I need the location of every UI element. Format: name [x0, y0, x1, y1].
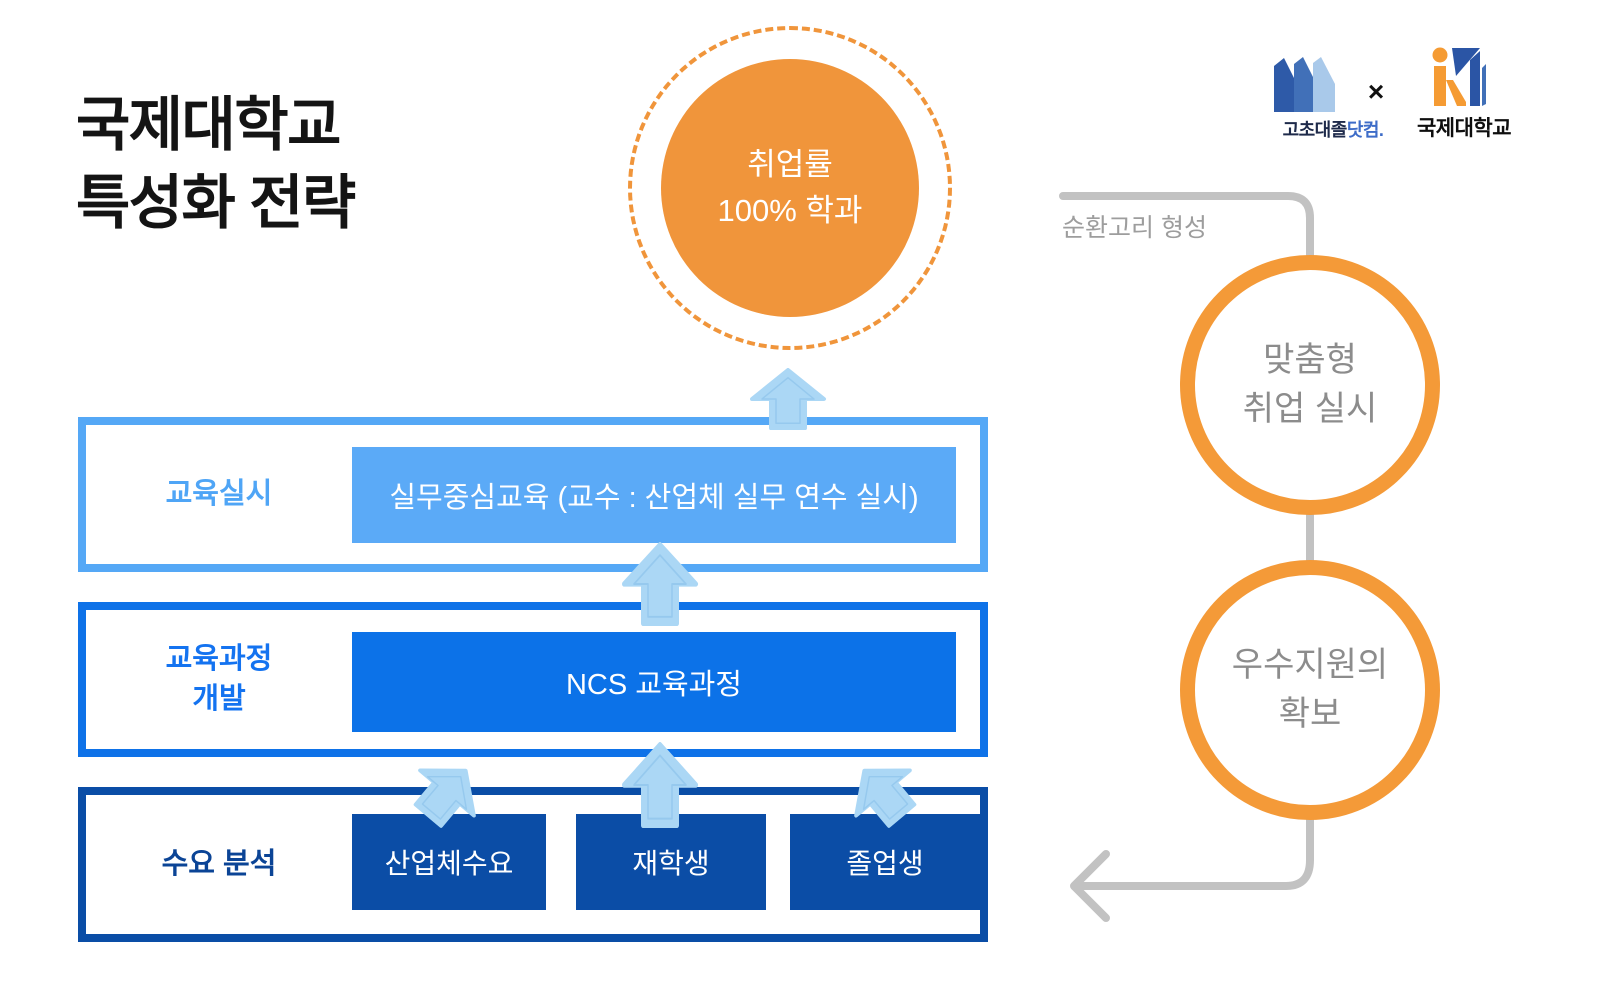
arrow-up-stage2-to-stage1-icon — [620, 542, 700, 626]
arrow-up-stage3-left-icon — [397, 744, 497, 842]
stage1-item-practical-education: 실무중심교육 (교수 : 산업체 실무 연수 실시) — [352, 447, 956, 543]
loop-circle-excellent-applicants: 우수지원의 확보 — [1180, 560, 1440, 820]
arrow-up-stage3-right-icon — [833, 744, 933, 842]
loop-circle1-line2: 취업 실시 — [1242, 390, 1378, 428]
stage3-label: 수요 분석 — [86, 795, 352, 934]
loop-arrowhead-icon — [1070, 850, 1110, 922]
goal-circle-line2: 100% 학과 — [717, 193, 863, 228]
loop-circle-matching-employment: 맞춤형 취업 실시 — [1180, 255, 1440, 515]
loop-circle2-line1: 우수지원의 — [1231, 645, 1389, 684]
loop-circle1-line1: 맞춤형 — [1263, 340, 1357, 379]
goal-circle-line1: 취업률 — [747, 146, 833, 182]
stage3-item-industry-demand: 산업체수요 — [352, 814, 546, 910]
stage1-label: 교육실시 — [86, 425, 352, 564]
university-k-logo-icon — [1432, 47, 1486, 106]
university-logo-wordmark: 국제대학교 — [1416, 117, 1512, 140]
arrow-up-stage3-center-icon — [620, 742, 700, 828]
book-logo-wordmark: 고초대졸닷컴. — [1264, 116, 1402, 142]
stage2-label-line1: 교육과정 — [165, 643, 273, 676]
goal-dashed-ring — [628, 26, 952, 350]
stage2-label-line2: 개발 — [192, 682, 246, 715]
book-stack-logo-icon — [1274, 57, 1335, 112]
arrow-up-to-goal-icon — [748, 368, 828, 430]
x-separator: × — [1367, 76, 1385, 107]
stage1-label-text: 교육실시 — [165, 477, 273, 510]
book-logo-text-accent: 닷컴. — [1346, 120, 1384, 140]
book-logo-text-dark: 고초대졸 — [1282, 120, 1348, 140]
stage3-item-graduates: 졸업생 — [790, 814, 980, 910]
stage-box-curriculum-development: 교육과정 개발 NCS 교육과정 — [78, 602, 988, 757]
loop-circle2-line2: 확보 — [1278, 695, 1342, 733]
stage2-item-ncs-curriculum: NCS 교육과정 — [352, 632, 956, 732]
stage3-label-text: 수요 분석 — [161, 847, 277, 880]
stage-box-education-delivery: 교육실시 실무중심교육 (교수 : 산업체 실무 연수 실시) — [78, 417, 988, 572]
stage2-label: 교육과정 개발 — [86, 610, 352, 749]
loop-connector-line — [1059, 192, 1314, 922]
page-title: 국제대학교 특성화 전략 — [76, 92, 356, 237]
stage-box-demand-analysis: 수요 분석 산업체수요 재학생 졸업생 — [78, 787, 988, 942]
stage3-item-current-students: 재학생 — [576, 814, 766, 910]
loop-label: 순환고리 형성 — [1062, 214, 1207, 242]
goal-circle: 취업률 100% 학과 — [661, 59, 919, 317]
